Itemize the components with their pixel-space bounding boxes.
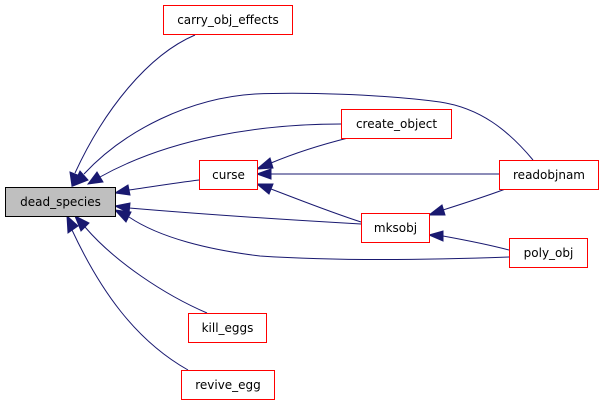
edge-line	[99, 123, 342, 178]
edge-carry_obj_effects-to-dead_species	[69, 34, 196, 188]
edge-create_object-to-curse	[255, 137, 349, 170]
edge-line	[270, 137, 349, 164]
node-box[interactable]	[341, 109, 452, 139]
edge-create_object-to-dead_species	[86, 123, 342, 185]
arrowhead	[113, 202, 131, 214]
edge-poly_obj-to-mksobj	[427, 230, 510, 251]
edge-line	[71, 229, 189, 371]
node-revive_egg[interactable]: revive_egg	[181, 370, 275, 400]
edge-readobjnam-to-curse	[255, 168, 499, 180]
edge-revive_egg-to-dead_species	[66, 214, 189, 371]
edge-line	[442, 235, 510, 251]
edge-readobjnam-to-dead_species	[72, 92, 534, 187]
edge-line	[128, 179, 200, 191]
arrowhead	[74, 214, 90, 232]
arrowhead	[86, 171, 104, 185]
edges-layer	[66, 34, 534, 371]
node-label: poly_obj	[524, 246, 574, 260]
node-label: readobjnam	[513, 168, 585, 182]
node-box[interactable]	[188, 313, 267, 343]
node-create_object[interactable]: create_object	[341, 109, 452, 139]
edge-mksobj-to-dead_species	[113, 202, 362, 225]
edge-line	[83, 92, 534, 175]
arrowhead	[255, 168, 272, 180]
node-box[interactable]	[361, 213, 430, 243]
node-label: revive_egg	[195, 378, 261, 392]
node-label: carry_obj_effects	[177, 13, 279, 27]
arrowhead	[66, 214, 79, 234]
edge-mksobj-to-curse	[255, 183, 362, 223]
edge-line	[128, 207, 362, 225]
node-label: curse	[212, 168, 245, 182]
node-label: create_object	[356, 117, 437, 131]
node-carry_obj_effects[interactable]: carry_obj_effects	[163, 5, 293, 35]
node-label: mksobj	[374, 221, 417, 235]
node-curse[interactable]: curse	[199, 160, 258, 190]
edge-readobjnam-to-mksobj	[427, 187, 509, 216]
node-box[interactable]	[163, 5, 293, 35]
node-box[interactable]	[499, 160, 599, 190]
arrowhead	[427, 230, 444, 242]
arrowhead	[427, 204, 446, 216]
node-box[interactable]	[509, 238, 588, 268]
node-label: dead_species	[20, 195, 101, 209]
node-label: kill_eggs	[202, 321, 254, 335]
node-dead_species[interactable]: dead_species	[5, 187, 116, 217]
edge-line	[74, 34, 196, 174]
arrowhead	[255, 157, 274, 170]
arrowhead	[113, 184, 131, 196]
edge-line	[128, 216, 510, 261]
node-box[interactable]	[5, 187, 116, 217]
nodes-layer: dead_species carry_obj_effects create_obje…	[5, 5, 599, 400]
node-readobjnam[interactable]: readobjnam	[499, 160, 599, 190]
node-box[interactable]	[199, 160, 258, 190]
edge-poly_obj-to-dead_species	[113, 209, 510, 261]
node-box[interactable]	[181, 370, 275, 400]
edge-line	[84, 226, 208, 314]
node-poly_obj[interactable]: poly_obj	[509, 238, 588, 268]
node-mksobj[interactable]: mksobj	[361, 213, 430, 243]
edge-curse-to-dead_species	[113, 179, 200, 196]
arrowhead	[255, 183, 274, 195]
node-kill_eggs[interactable]: kill_eggs	[188, 313, 267, 343]
edge-line	[270, 188, 362, 223]
edge-line	[442, 187, 509, 211]
arrowhead	[72, 170, 89, 187]
arrowhead	[113, 209, 132, 223]
edge-kill_eggs-to-dead_species	[74, 214, 208, 314]
